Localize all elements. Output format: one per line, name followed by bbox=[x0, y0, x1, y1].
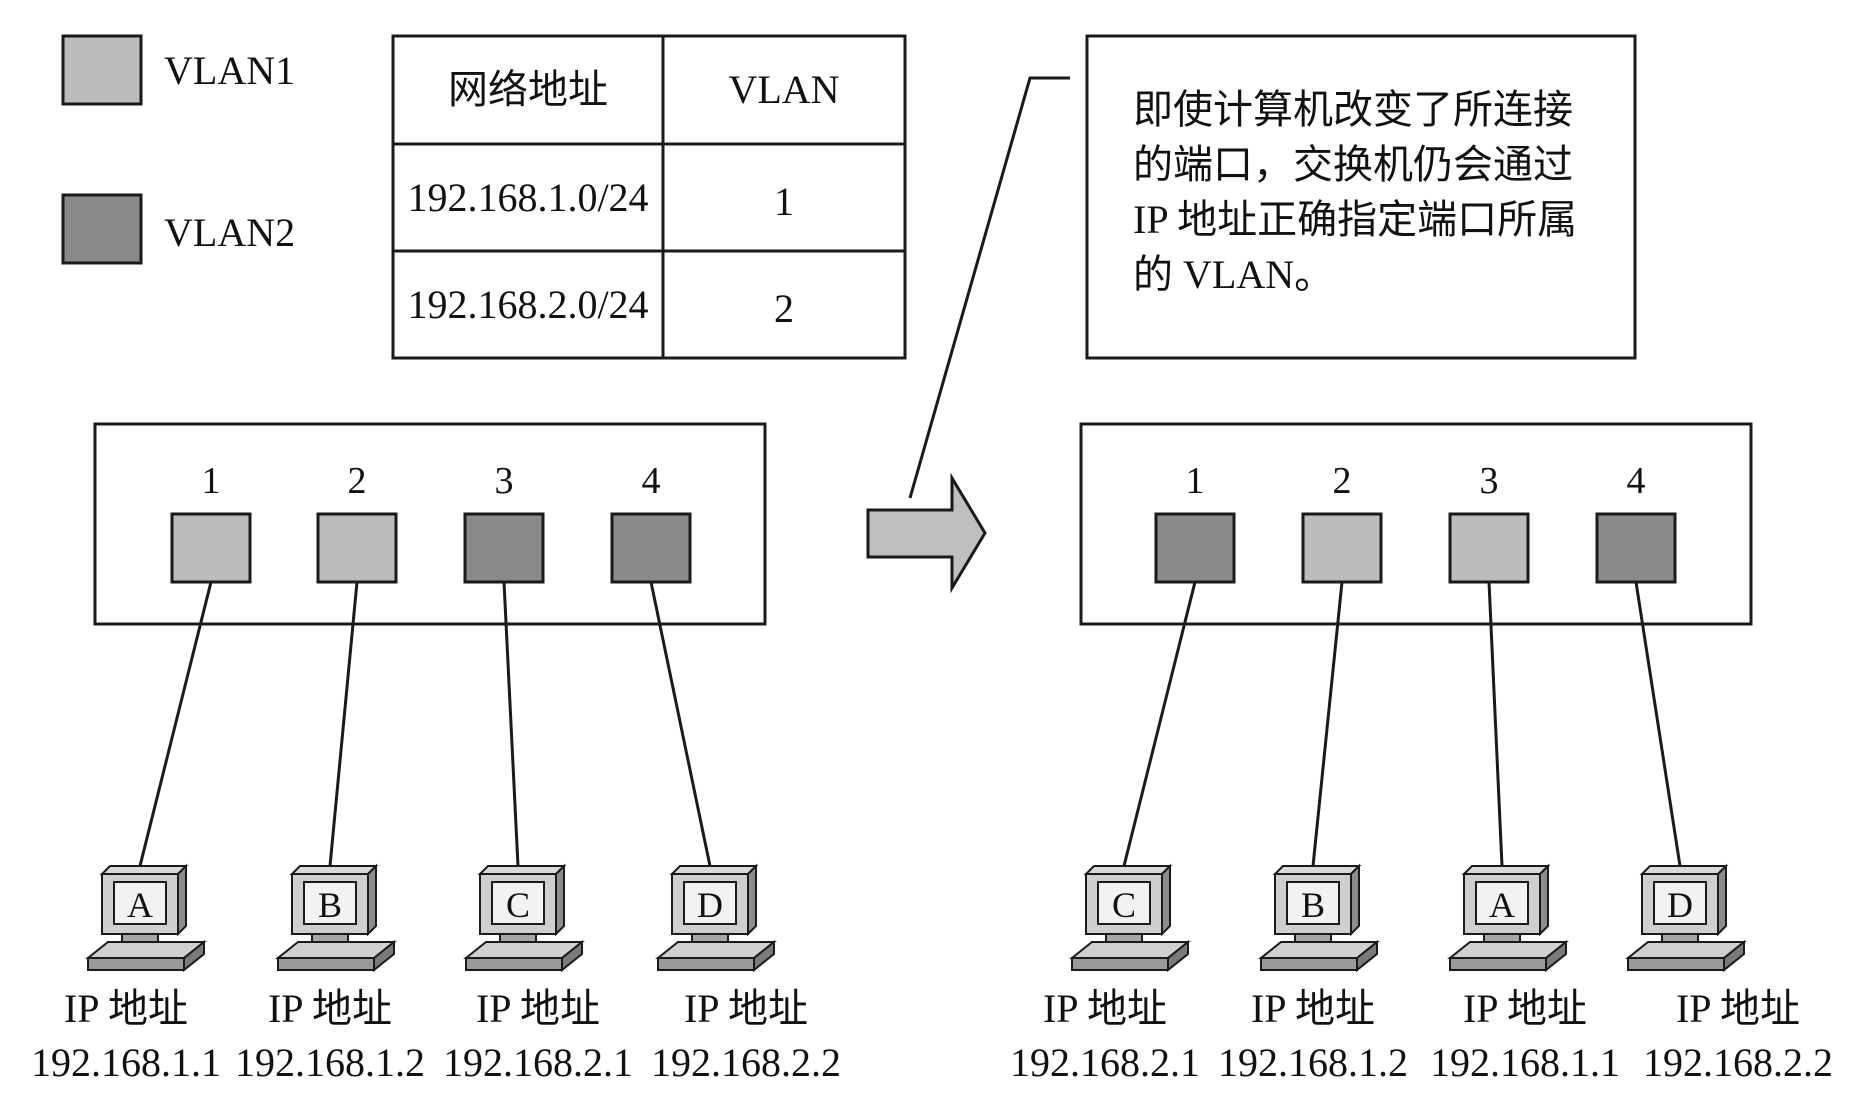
switch-after bbox=[1079, 422, 1753, 626]
computer-icon: A bbox=[85, 863, 207, 973]
ip-label: IP 地址 bbox=[1251, 986, 1375, 1031]
computer-letter: C bbox=[1112, 885, 1136, 925]
network-cable bbox=[138, 581, 213, 867]
note-line-1: 即使计算机改变了所连接 bbox=[1133, 87, 1573, 132]
network-cable bbox=[502, 581, 520, 867]
note-line-3: IP 地址正确指定端口所属 bbox=[1133, 197, 1577, 242]
after-scene: 1 2 3 4C IP 地址 192.168.2.1 B IP 地址 192.168.1.2 A I… bbox=[1010, 460, 1833, 1085]
ip-address: 192.168.1.1 bbox=[1430, 1040, 1620, 1085]
switch-port-3 bbox=[463, 512, 545, 584]
mapping-table-text: 网络地址 VLAN 192.168.1.0/24 1 192.168.2.0/2… bbox=[407, 67, 839, 331]
ip-address: 192.168.2.2 bbox=[651, 1040, 841, 1085]
ip-label: IP 地址 bbox=[1676, 986, 1800, 1031]
computer-icon: C bbox=[463, 863, 585, 973]
legend: VLAN1 VLAN2 bbox=[61, 34, 295, 265]
table-border bbox=[391, 34, 907, 360]
switch-port-3 bbox=[1448, 512, 1530, 584]
ip-label: IP 地址 bbox=[476, 986, 600, 1031]
computer-screen bbox=[491, 881, 545, 925]
table-cell-vlan-2: 2 bbox=[774, 286, 794, 331]
computer-icon: C bbox=[1069, 863, 1191, 973]
computer-letter: A bbox=[127, 885, 153, 925]
computer-icon: D bbox=[1625, 863, 1747, 973]
computer-screen bbox=[1653, 881, 1707, 925]
computer-letter: B bbox=[318, 885, 342, 925]
port-number-2: 2 bbox=[348, 460, 367, 502]
computer-icon: B bbox=[275, 863, 397, 973]
port-number-2: 2 bbox=[1333, 460, 1352, 502]
switch-port-4 bbox=[1595, 512, 1677, 584]
port-number-1: 1 bbox=[1186, 460, 1205, 502]
port-number-1: 1 bbox=[202, 460, 221, 502]
ip-label: IP 地址 bbox=[684, 986, 808, 1031]
port-number-4: 4 bbox=[642, 460, 661, 502]
computer-screen bbox=[1475, 881, 1529, 925]
table-header-vlan: VLAN bbox=[728, 67, 839, 112]
ip-address: 192.168.1.1 bbox=[31, 1040, 221, 1085]
switch-port-4 bbox=[610, 512, 692, 584]
ip-label: IP 地址 bbox=[1043, 986, 1167, 1031]
computer-letter: D bbox=[697, 885, 723, 925]
computer-screen bbox=[683, 881, 737, 925]
switch-port-1 bbox=[170, 512, 252, 584]
computer-letter: D bbox=[1667, 885, 1693, 925]
switch-port-2 bbox=[316, 512, 398, 584]
port-number-3: 3 bbox=[495, 460, 514, 502]
legend-swatch-vlan2 bbox=[61, 193, 143, 265]
switch-before bbox=[93, 422, 767, 626]
ip-address: 192.168.1.2 bbox=[235, 1040, 425, 1085]
ip-address: 192.168.2.2 bbox=[1643, 1040, 1833, 1085]
ip-label: IP 地址 bbox=[64, 986, 188, 1031]
computer-screen bbox=[1097, 881, 1151, 925]
computer-letter: B bbox=[1301, 885, 1325, 925]
table-header-network-address: 网络地址 bbox=[448, 67, 608, 112]
computer-letter: A bbox=[1489, 885, 1515, 925]
legend-swatch-vlan1 bbox=[61, 34, 143, 106]
network-cable bbox=[1634, 581, 1682, 867]
network-cable bbox=[328, 581, 359, 867]
switch-port-2 bbox=[1301, 512, 1383, 584]
table-cell-network-2: 192.168.2.0/24 bbox=[407, 282, 648, 327]
mapping-table bbox=[391, 34, 907, 360]
port-number-3: 3 bbox=[1480, 460, 1499, 502]
table-cell-vlan-1: 1 bbox=[774, 179, 794, 224]
computer-icon: D bbox=[655, 863, 777, 973]
ip-label: IP 地址 bbox=[268, 986, 392, 1031]
port-number-4: 4 bbox=[1627, 460, 1646, 502]
transition-arrow bbox=[866, 472, 987, 594]
note-line-4: 的 VLAN。 bbox=[1133, 252, 1334, 297]
note-line-2: 的端口，交换机仍会通过 bbox=[1133, 142, 1573, 187]
before-scene: 1 2 3 4A IP 地址 192.168.1.1 B IP 地址 192.168.1.2 C I… bbox=[31, 460, 841, 1085]
network-cable bbox=[1122, 581, 1197, 867]
callout-leader-line bbox=[908, 76, 1070, 499]
legend-label-vlan2: VLAN2 bbox=[164, 210, 295, 255]
computer-screen bbox=[303, 881, 357, 925]
legend-label-vlan1: VLAN1 bbox=[164, 48, 295, 93]
switch-port-1 bbox=[1154, 512, 1236, 584]
note-box: 即使计算机改变了所连接 的端口，交换机仍会通过 IP 地址正确指定端口所属 的 … bbox=[1085, 34, 1637, 360]
computer-icon: A bbox=[1447, 863, 1569, 973]
table-cell-network-1: 192.168.1.0/24 bbox=[407, 175, 648, 220]
computer-icon: B bbox=[1258, 863, 1380, 973]
network-cable bbox=[1311, 581, 1344, 867]
network-cable bbox=[649, 581, 712, 867]
computer-letter: C bbox=[506, 885, 530, 925]
ip-label: IP 地址 bbox=[1463, 986, 1587, 1031]
computer-screen bbox=[1286, 881, 1340, 925]
computer-screen bbox=[113, 881, 167, 925]
ip-address: 192.168.1.2 bbox=[1218, 1040, 1408, 1085]
ip-address: 192.168.2.1 bbox=[443, 1040, 633, 1085]
network-cable bbox=[1487, 581, 1504, 867]
ip-address: 192.168.2.1 bbox=[1010, 1040, 1200, 1085]
